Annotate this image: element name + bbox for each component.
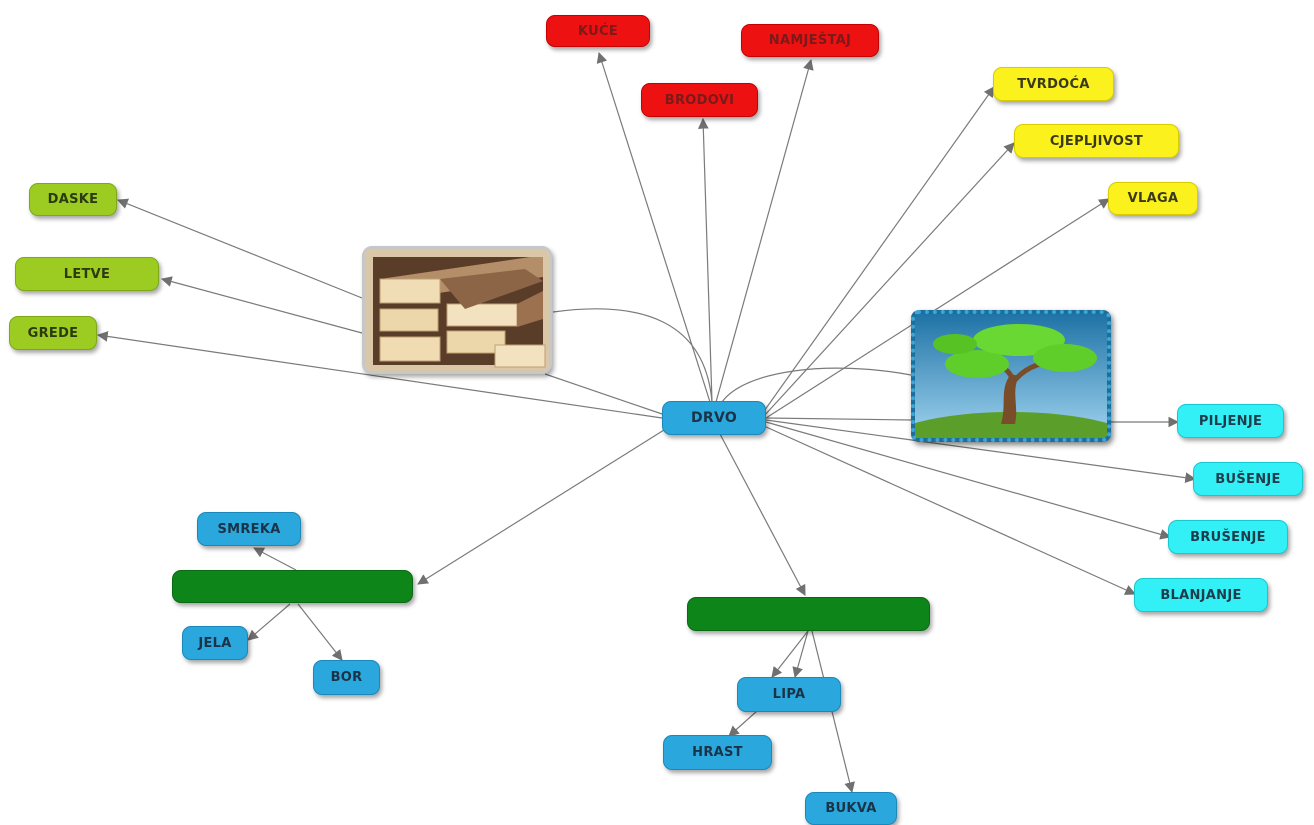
node-hrast[interactable]: HRAST xyxy=(663,735,772,770)
edge-drvo-grede xyxy=(96,331,663,419)
node-deciduous-group[interactable] xyxy=(687,597,930,631)
edge-lipa-hrast xyxy=(728,710,758,737)
edge-conifer-bor xyxy=(297,603,343,661)
edge-drvo-cjepljivost xyxy=(763,142,1015,417)
edge-drvo-brusenje xyxy=(765,421,1172,540)
edge-deciduous-lipa-a xyxy=(771,630,809,678)
central-node-drvo[interactable]: DRVO xyxy=(662,401,766,435)
edge-drvo-busenje xyxy=(765,419,1197,484)
node-daske[interactable]: DASKE xyxy=(29,183,117,216)
node-letve[interactable]: LETVE xyxy=(15,257,159,291)
edge-lumber-letve xyxy=(160,276,363,334)
edge-drvo-conifer xyxy=(417,429,665,585)
node-bor[interactable]: BOR xyxy=(313,660,380,695)
edge-conifer-jela xyxy=(247,603,291,641)
node-blanjanje[interactable]: BLANJANJE xyxy=(1134,578,1268,612)
edge-drvo-tvrdoca xyxy=(761,86,995,415)
edge-drvo-lumber xyxy=(544,373,663,415)
node-bukva[interactable]: BUKVA xyxy=(805,792,897,825)
node-cjepljivost[interactable]: CJEPLJIVOST xyxy=(1014,124,1179,158)
node-grede[interactable]: GREDE xyxy=(9,316,97,350)
node-piljenje[interactable]: PILJENJE xyxy=(1177,404,1284,438)
edge-drvo-piljenje xyxy=(765,417,912,421)
edge-drvo-blanjanje xyxy=(763,425,1136,595)
node-namjestaj[interactable]: NAMJEŠTAJ xyxy=(741,24,879,57)
node-busenje[interactable]: BUŠENJE xyxy=(1193,462,1303,496)
node-brodovi[interactable]: BRODOVI xyxy=(641,83,758,117)
edge-drvo-lumber-curve xyxy=(552,308,713,403)
edge-conifer-smreka xyxy=(253,547,297,571)
node-jela[interactable]: JELA xyxy=(182,626,248,660)
edge-drvo-brodovi xyxy=(697,117,713,403)
node-vlaga[interactable]: VLAGA xyxy=(1108,182,1198,215)
node-lipa[interactable]: LIPA xyxy=(737,677,841,712)
node-brusenje[interactable]: BRUŠENJE xyxy=(1168,520,1288,554)
edge-drvo-deciduous xyxy=(719,433,806,596)
node-smreka[interactable]: SMREKA xyxy=(197,512,301,546)
edge-drvo-namjestaj xyxy=(715,58,814,403)
tree-image xyxy=(911,310,1111,442)
node-tvrdoca[interactable]: TVRDOĆA xyxy=(993,67,1114,101)
edge-drvo-tree-curve xyxy=(721,367,912,403)
node-conifer-group[interactable] xyxy=(172,570,413,603)
edge-drvo-vlaga xyxy=(765,198,1110,419)
edge-lumber-daske xyxy=(116,198,363,299)
edge-deciduous-lipa-b xyxy=(792,630,809,679)
lumber-image xyxy=(362,246,552,374)
node-kuce[interactable]: KUĆE xyxy=(546,15,650,47)
